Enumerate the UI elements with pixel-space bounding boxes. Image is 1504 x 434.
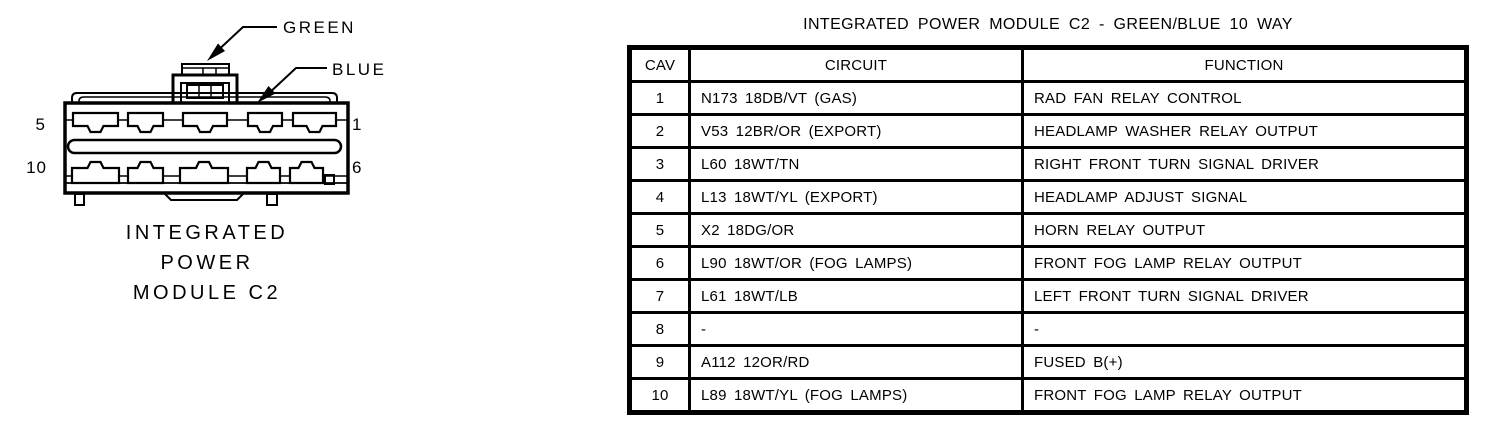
- keyway-slot: [66, 138, 343, 155]
- pin-number-top-right: 1: [352, 115, 362, 134]
- header-cav: CAV: [628, 46, 691, 83]
- header-function: FUNCTION: [1021, 46, 1468, 83]
- cavity-row-top: [71, 111, 338, 134]
- circuit-cell: L90 18WT/OR (FOG LAMPS): [688, 245, 1024, 281]
- foot-center-bump: [164, 193, 244, 201]
- latch-frame-inner: [180, 82, 230, 103]
- green-arrowhead-icon: [207, 43, 225, 61]
- foot-right: [266, 193, 278, 206]
- pin-number-bottom-right: 6: [352, 158, 362, 177]
- circuit-cell: X2 18DG/OR: [688, 212, 1024, 248]
- connector-drawing: GREEN BLUE 5 1 10 6 INTEGRATED POWER MOD…: [26, 18, 386, 304]
- table-header-row: CAV CIRCUIT FUNCTION: [628, 46, 1468, 83]
- table-title: INTEGRATED POWER MODULE C2 - GREEN/BLUE …: [803, 16, 1293, 33]
- circuit-cell: A112 12OR/RD: [688, 344, 1024, 380]
- connector-lip-outer: [71, 92, 338, 103]
- table-row: 10 L89 18WT/YL (FOG LAMPS) FRONT FOG LAM…: [628, 377, 1468, 414]
- pinout-table: CAV CIRCUIT FUNCTION 1 N173 18DB/VT (GAS…: [627, 45, 1469, 415]
- table-row: 2 V53 12BR/OR (EXPORT) HEADLAMP WASHER R…: [628, 113, 1468, 149]
- blue-arrowhead-icon: [257, 86, 276, 103]
- function-cell: LEFT FRONT TURN SIGNAL DRIVER: [1021, 278, 1468, 314]
- cav-cell: 2: [628, 113, 691, 149]
- table-row: 5 X2 18DG/OR HORN RELAY OUTPUT: [628, 212, 1468, 248]
- connector-body: [63, 101, 350, 195]
- connector-figure: GREEN BLUE 5 1 10 6 INTEGRATED POWER MOD…: [0, 0, 480, 434]
- connector-caption-line-3: MODULE C2: [133, 282, 281, 304]
- table-row: 6 L90 18WT/OR (FOG LAMPS) FRONT FOG LAMP…: [628, 245, 1468, 281]
- green-callout-label: GREEN: [283, 18, 356, 37]
- function-cell: RIGHT FRONT TURN SIGNAL DRIVER: [1021, 146, 1468, 182]
- table-row: 7 L61 18WT/LB LEFT FRONT TURN SIGNAL DRI…: [628, 278, 1468, 314]
- pin-number-top-left: 5: [36, 115, 46, 134]
- function-cell: FUSED B(+): [1021, 344, 1468, 380]
- table-row: 8 - -: [628, 311, 1468, 347]
- function-cell: FRONT FOG LAMP RELAY OUTPUT: [1021, 377, 1468, 414]
- function-cell: RAD FAN RELAY CONTROL: [1021, 80, 1468, 116]
- circuit-cell: L61 18WT/LB: [688, 278, 1024, 314]
- circuit-cell: L60 18WT/TN: [688, 146, 1024, 182]
- cav-cell: 7: [628, 278, 691, 314]
- circuit-cell: V53 12BR/OR (EXPORT): [688, 113, 1024, 149]
- cav-cell: 4: [628, 179, 691, 215]
- latch-inner-box: [186, 84, 224, 99]
- latch-cap: [181, 63, 230, 76]
- circuit-cell: -: [688, 311, 1024, 347]
- cav-cell: 6: [628, 245, 691, 281]
- circuit-cell: L13 18WT/YL (EXPORT): [688, 179, 1024, 215]
- connector-caption-line-2: POWER: [160, 252, 253, 274]
- cav-cell: 3: [628, 146, 691, 182]
- function-cell: HEADLAMP WASHER RELAY OUTPUT: [1021, 113, 1468, 149]
- index-notch: [324, 174, 335, 185]
- cavity-row-bottom: [70, 160, 325, 185]
- table-row: 1 N173 18DB/VT (GAS) RAD FAN RELAY CONTR…: [628, 80, 1468, 116]
- latch-cap-lines: [182, 67, 229, 75]
- cav-cell: 1: [628, 80, 691, 116]
- header-circuit: CIRCUIT: [688, 46, 1024, 83]
- foot-left: [74, 193, 85, 206]
- function-cell: FRONT FOG LAMP RELAY OUTPUT: [1021, 245, 1468, 281]
- latch-inner-lines: [198, 85, 212, 98]
- function-cell: -: [1021, 311, 1468, 347]
- blue-callout-label: BLUE: [332, 60, 386, 79]
- table-row: 9 A112 12OR/RD FUSED B(+): [628, 344, 1468, 380]
- circuit-cell: L89 18WT/YL (FOG LAMPS): [688, 377, 1024, 414]
- connector-caption-line-1: INTEGRATED: [126, 222, 288, 244]
- cav-cell: 8: [628, 311, 691, 347]
- table-row: 4 L13 18WT/YL (EXPORT) HEADLAMP ADJUST S…: [628, 179, 1468, 215]
- green-leader-line: [212, 26, 277, 56]
- table-row: 3 L60 18WT/TN RIGHT FRONT TURN SIGNAL DR…: [628, 146, 1468, 182]
- function-cell: HEADLAMP ADJUST SIGNAL: [1021, 179, 1468, 215]
- cav-cell: 9: [628, 344, 691, 380]
- function-cell: HORN RELAY OUTPUT: [1021, 212, 1468, 248]
- pin-number-bottom-left: 10: [26, 158, 47, 177]
- cav-cell: 5: [628, 212, 691, 248]
- blue-leader-line: [266, 67, 327, 96]
- circuit-cell: N173 18DB/VT (GAS): [688, 80, 1024, 116]
- cav-cell: 10: [628, 377, 691, 414]
